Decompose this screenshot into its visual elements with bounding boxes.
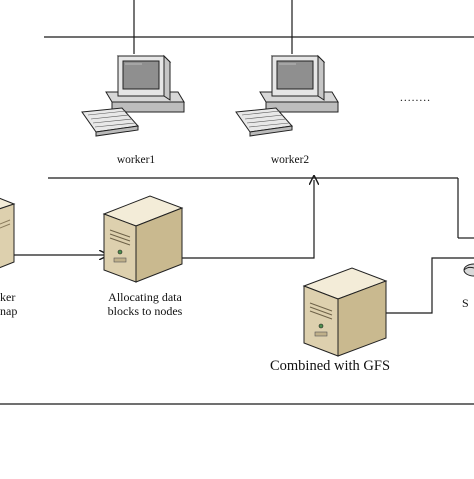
worker1-label: worker1: [116, 154, 156, 166]
right-partial-label: S: [462, 296, 469, 310]
mouse-icon: [463, 263, 474, 277]
server-tower-icon: [0, 197, 16, 269]
worker2-label: worker2: [270, 154, 310, 166]
connector-gfs-to-right: [386, 257, 474, 314]
server-tower-icon: [102, 195, 184, 283]
left-partial-label-line2: nap: [0, 304, 18, 318]
more-workers-ellipsis: ........: [400, 92, 431, 104]
server-tower-icon: [302, 267, 388, 357]
gfs-label: Combined with GFS: [269, 358, 391, 374]
middle-network-bus: [48, 177, 474, 239]
allocating-label-line2: blocks to nodes: [107, 304, 183, 318]
top-network-bus: [44, 0, 474, 54]
desktop-computer-icon: [235, 54, 339, 137]
desktop-computer-icon: [81, 54, 185, 137]
allocating-label-line1: Allocating data: [108, 290, 182, 304]
connector-allocating-to-bus: [182, 180, 314, 259]
left-partial-label-line1: ker: [0, 290, 16, 304]
